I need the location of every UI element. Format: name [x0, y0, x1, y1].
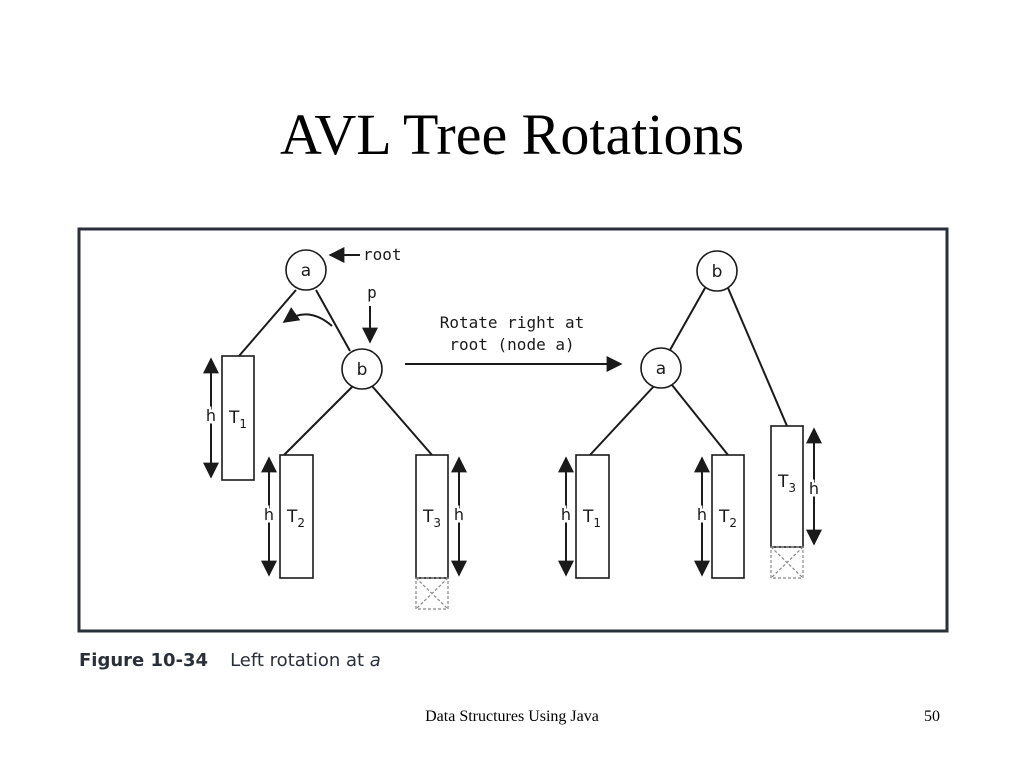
node-a-after-label: a [656, 359, 666, 379]
node-a-after [640, 347, 682, 389]
subtree-label-t3-after: T3 [777, 472, 796, 495]
slide-footer: Data Structures Using Java [425, 708, 599, 725]
subtree-label-t2-before: T2 [286, 507, 305, 530]
empty-slot-after [770, 546, 804, 579]
page-number: 50 [924, 708, 940, 725]
node-b-before [341, 348, 383, 390]
edge-b-t3 [371, 385, 433, 456]
subtree-box-t3-after [770, 425, 804, 548]
tree-before [238, 247, 433, 456]
edge-a-t1 [238, 289, 297, 357]
height-label-t1-after: h [561, 505, 571, 524]
figure-caption: Figure 10-34 Left rotation at a [79, 650, 381, 671]
subtree-label-t1-after: T1 [582, 507, 601, 530]
edge-a-b [315, 289, 351, 352]
height-label-t2-after: h [697, 505, 707, 524]
tree-after [589, 287, 788, 456]
transition-label-line1: Rotate right at [440, 313, 585, 332]
node-b-after-label: b [712, 262, 723, 282]
rotation-arrow [282, 307, 333, 327]
subtree-label-t1-before: T1 [228, 408, 247, 431]
edge-a-t2-after [671, 384, 729, 456]
edge-a-t1-after [589, 384, 656, 456]
height-label-t3-before: h [454, 505, 464, 524]
subtree-box-t2-after [711, 454, 745, 579]
edge-b-t2 [283, 385, 354, 456]
subtree-box-t2-before [279, 454, 314, 579]
figure-caption-text: Left rotation at [230, 650, 370, 671]
node-b-before-label: b [357, 360, 368, 380]
figure-caption-var: a [369, 650, 381, 671]
subtree-box-t1-before [221, 355, 255, 481]
slide-title: AVL Tree Rotations [279, 102, 745, 167]
transition-label-line2: root (node a) [449, 335, 574, 354]
height-label-t3-after: h [809, 479, 819, 498]
height-label-t1-before: h [206, 406, 216, 425]
node-a-before-label: a [301, 261, 311, 281]
empty-slot-before [415, 577, 449, 610]
subtree-label-t2-after: T2 [718, 507, 737, 530]
pointer-label: p [367, 283, 377, 302]
subtree-box-t1-after [575, 454, 610, 579]
edge-b-a-after [669, 287, 706, 351]
subtree-label-t3-before: T3 [422, 507, 441, 530]
node-a-before [285, 249, 327, 291]
root-label: root [363, 245, 402, 264]
figure-frame [77, 227, 949, 633]
subtree-box-t3-before [415, 454, 449, 579]
height-label-t2-before: h [264, 505, 274, 524]
node-b-after [696, 250, 738, 292]
edge-b-t3-after [727, 287, 788, 427]
figure-caption-number: Figure 10-34 [79, 650, 209, 671]
